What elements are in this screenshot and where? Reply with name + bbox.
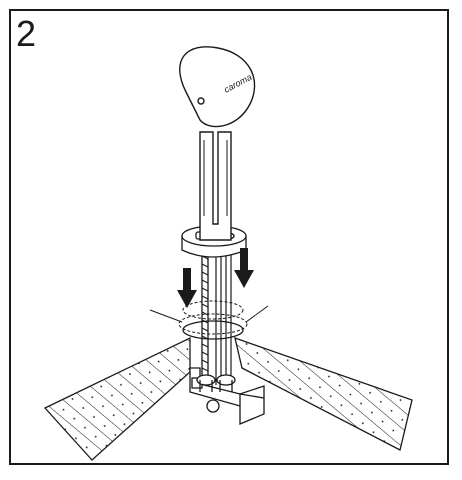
supply-tubes xyxy=(215,240,232,385)
threaded-rod xyxy=(201,250,209,378)
countertop-right xyxy=(234,336,413,451)
installation-tool xyxy=(179,46,256,241)
mounting-bracket xyxy=(189,367,265,425)
down-arrow-icon xyxy=(234,248,254,288)
step-number: 2 xyxy=(16,13,37,54)
countertop-left xyxy=(43,336,191,461)
down-arrow-icon xyxy=(177,268,197,308)
mounting-hole xyxy=(149,300,269,340)
